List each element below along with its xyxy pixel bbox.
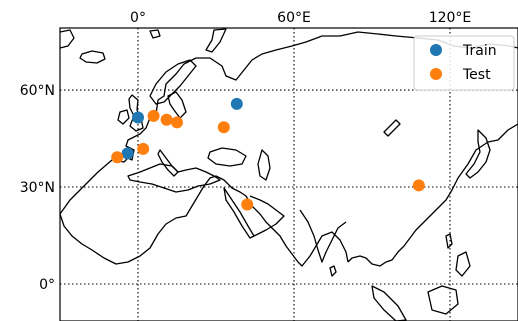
- map-frame: [59, 27, 518, 321]
- coastline-india: [299, 209, 347, 263]
- point-train: [121, 147, 134, 160]
- coastline-great-britain: [128, 94, 144, 132]
- coastline-iceland: [79, 50, 106, 64]
- coastline-baltic: [167, 91, 187, 119]
- point-test: [241, 198, 254, 211]
- coastline-ireland: [117, 109, 130, 125]
- coastline-japan: [465, 129, 491, 179]
- x-tick-label: 60°E: [277, 10, 311, 26]
- point-test: [111, 151, 124, 164]
- point-train: [132, 111, 144, 124]
- legend-marker-test: [430, 68, 442, 80]
- coastline-philippines: [455, 251, 471, 277]
- coastline-eurasia-africa: [60, 31, 518, 267]
- coastline-black-sea: [207, 147, 247, 167]
- coastline-scandinavia: [149, 59, 197, 105]
- coastline-baikal: [383, 119, 401, 137]
- coastline-novaya-zemlya: [205, 28, 227, 53]
- coastline-arabia: [249, 195, 285, 237]
- x-tick-labels: 0° 60°E 120°E: [130, 10, 471, 26]
- legend-marker-train: [430, 44, 442, 56]
- coastline-caspian: [257, 149, 271, 181]
- data-points: [111, 97, 425, 211]
- y-tick-label: 60°N: [20, 83, 55, 99]
- point-train: [230, 97, 243, 110]
- coastline-greenland: [60, 29, 75, 49]
- coastline-red-sea: [223, 187, 255, 239]
- legend-label-train: Train: [462, 43, 497, 59]
- coastline-italy: [157, 149, 179, 177]
- coastline-taiwan: [445, 233, 453, 249]
- x-tick-label: 120°E: [429, 10, 472, 26]
- point-test: [412, 179, 425, 192]
- coastlines: [60, 28, 518, 321]
- coastline-mediterranean: [127, 163, 221, 193]
- y-tick-labels: 60°N 30°N 0°: [20, 83, 55, 293]
- point-test: [147, 109, 160, 122]
- point-test: [160, 113, 173, 126]
- legend-label-test: Test: [462, 67, 491, 83]
- coastline-sri-lanka: [329, 265, 337, 277]
- y-tick-label: 30°N: [20, 180, 55, 196]
- point-test: [137, 142, 150, 155]
- point-test: [217, 121, 230, 134]
- y-tick-label: 0°: [39, 277, 55, 293]
- x-tick-label: 0°: [130, 10, 146, 26]
- coastline-svalbard: [149, 29, 161, 39]
- point-test: [171, 116, 183, 129]
- coastline-borneo: [427, 285, 459, 315]
